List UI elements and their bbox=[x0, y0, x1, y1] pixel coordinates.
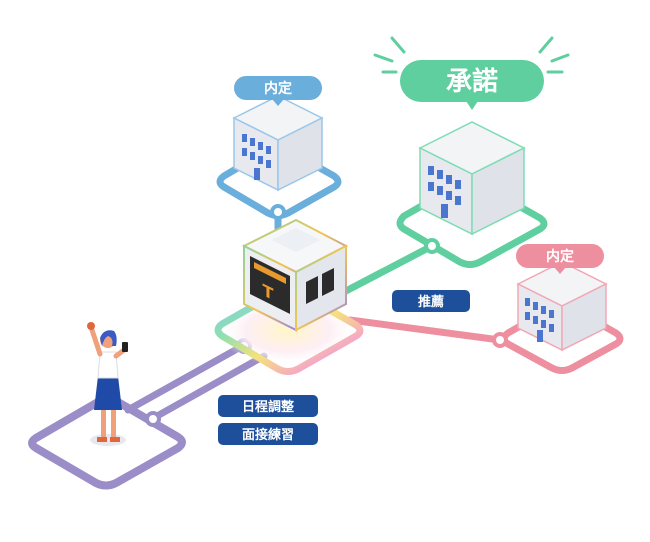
building-shodaku bbox=[418, 121, 526, 236]
node-green bbox=[424, 238, 440, 254]
hub-train-cube bbox=[241, 218, 349, 332]
badge-naitei-right-label: 内定 bbox=[546, 248, 574, 265]
label-mensetsu bbox=[218, 423, 318, 445]
label-nittei bbox=[218, 395, 318, 417]
track-green bbox=[340, 242, 436, 296]
node-purple-start bbox=[145, 411, 161, 427]
label-suisen bbox=[392, 290, 470, 312]
badge-shodaku bbox=[400, 60, 544, 102]
label-nittei-text: 日程調整 bbox=[242, 399, 295, 415]
track-purple-lower bbox=[146, 352, 268, 424]
badge-naitei-top-label: 内定 bbox=[264, 80, 292, 97]
celebration-rays bbox=[373, 36, 570, 74]
track-purple-upper bbox=[124, 340, 250, 414]
label-mensetsu-text: 面接練習 bbox=[242, 427, 294, 443]
label-suisen-text: 推薦 bbox=[418, 294, 444, 310]
person-cheering-icon bbox=[87, 322, 128, 446]
badge-shodaku-label: 承諾 bbox=[446, 66, 498, 97]
badge-naitei-top bbox=[234, 76, 322, 100]
node-pink bbox=[492, 332, 508, 348]
building-naitei-top bbox=[232, 95, 324, 192]
node-blue bbox=[270, 204, 286, 220]
track-pink bbox=[346, 316, 504, 344]
building-naitei-right bbox=[516, 261, 608, 352]
badge-naitei-right bbox=[516, 244, 604, 268]
hub-sign-letter: T bbox=[263, 280, 274, 304]
